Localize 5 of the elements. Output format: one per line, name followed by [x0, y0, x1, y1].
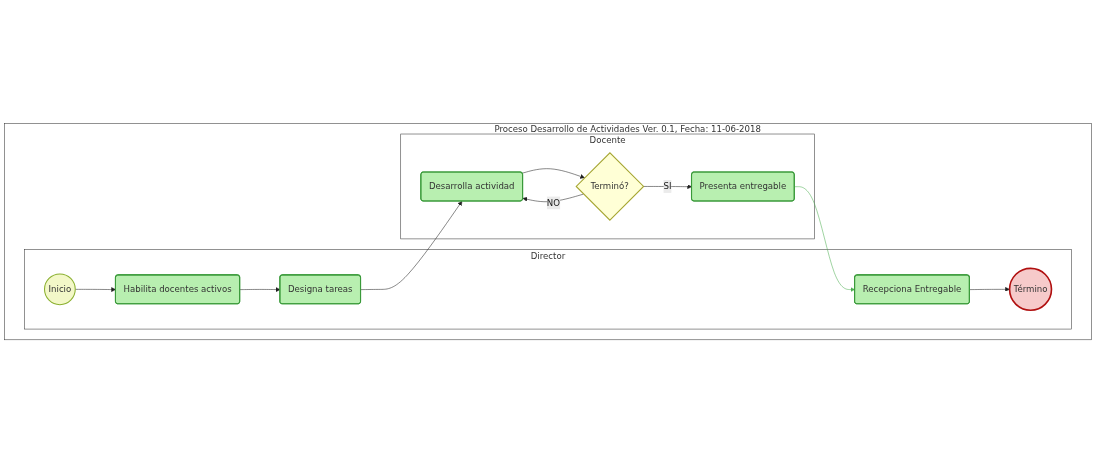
node-circle: Inicio [43, 273, 76, 306]
node-diamond: Terminó? [575, 151, 645, 221]
edge-label: NO [546, 197, 561, 208]
edge-label: SI [663, 181, 672, 192]
node-circle: Término [1008, 267, 1053, 312]
